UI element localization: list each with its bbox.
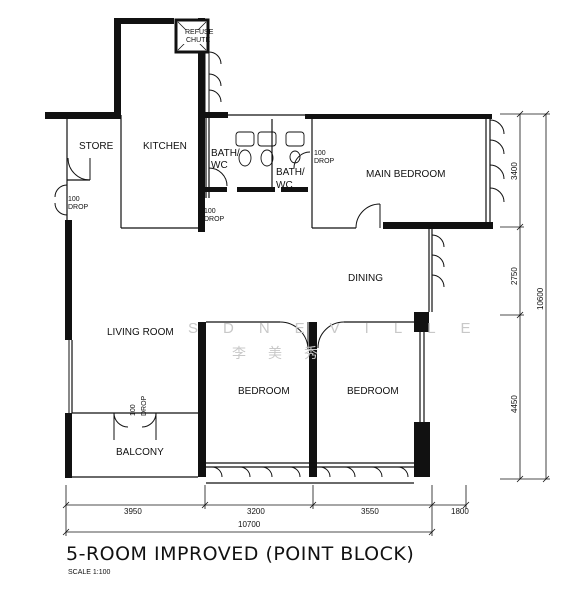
- refuse-label-2: CHUTE: [186, 37, 210, 44]
- balcony-drop-1: 100: [130, 404, 137, 416]
- bath1-label-1: BATH/: [211, 148, 240, 159]
- store-drop-1: 100: [68, 196, 80, 203]
- store-drop-2: DROP: [68, 204, 89, 211]
- kitchen-label: KITCHEN: [143, 141, 187, 152]
- dim-3950: 3950: [124, 507, 142, 516]
- refuse-label-1: REFUSE: [185, 29, 214, 36]
- dim-3200: 3200: [247, 507, 265, 516]
- bedroom2-label: BEDROOM: [347, 386, 399, 397]
- watermark-cjk: 李美秀: [232, 346, 340, 362]
- balcony-drop-2: DROP: [141, 395, 148, 416]
- plan-scale: SCALE 1:100: [68, 569, 111, 576]
- dim-4450: 4450: [510, 395, 519, 413]
- dim-2750: 2750: [510, 267, 519, 285]
- walls: [45, 18, 493, 478]
- dim-1800: 1800: [451, 507, 469, 516]
- bath-fixtures: [235, 131, 305, 167]
- refuse-chute: [174, 18, 210, 54]
- bath2-label-1: BATH/: [276, 167, 305, 178]
- dining-label: DINING: [348, 273, 383, 284]
- bedroom1-label: BEDROOM: [238, 386, 290, 397]
- living-room-label: LIVING ROOM: [107, 327, 174, 338]
- bath2-label-2: WC: [276, 180, 293, 191]
- bath-drop-2: DROP: [314, 158, 335, 165]
- main-bedroom-label: MAIN BEDROOM: [366, 169, 445, 180]
- kitchen-drop-2: DROP: [204, 216, 225, 223]
- store-label: STORE: [79, 141, 114, 152]
- kitchen-drop-1: 100: [204, 208, 216, 215]
- dimension-lines: [62, 110, 550, 536]
- dim-10600: 10600: [536, 287, 545, 310]
- plan-title: 5-ROOM IMPROVED (POINT BLOCK): [66, 543, 415, 565]
- dim-3400: 3400: [510, 162, 519, 180]
- watermark-latin: SDNEVILLE: [188, 320, 496, 337]
- dim-3550: 3550: [361, 507, 379, 516]
- dim-10700: 10700: [238, 520, 261, 529]
- bath1-label-2: WC: [211, 160, 228, 171]
- doors-windows: [54, 51, 505, 478]
- thin-walls: [66, 114, 491, 484]
- bath-drop-1: 100: [314, 150, 326, 157]
- balcony-label: BALCONY: [116, 447, 164, 458]
